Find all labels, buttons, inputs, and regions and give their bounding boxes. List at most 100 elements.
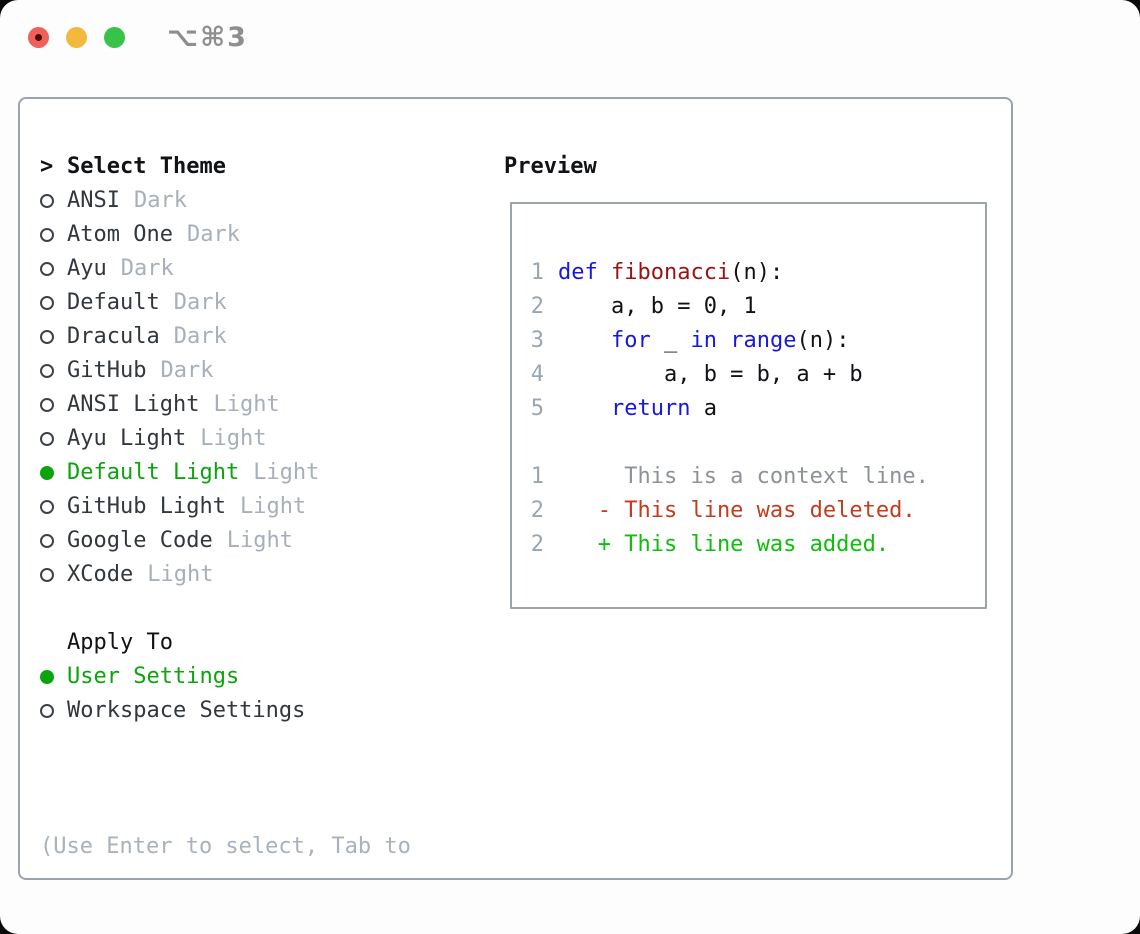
theme-item-label: Default [67, 290, 160, 315]
theme-item[interactable]: ANSI Light Light [40, 388, 319, 422]
code-segment-plain: (n): [730, 260, 784, 285]
theme-item-tag: Dark [160, 358, 214, 383]
code-line: 5 return a [530, 392, 929, 426]
code-line: 1 def fibonacci(n): [530, 256, 929, 290]
theme-item-label: Google Code [67, 528, 213, 553]
code-segment-plain [717, 328, 730, 353]
line-number: 1 [530, 260, 544, 285]
code-segment-plain [598, 260, 611, 285]
code-segment-keyword: in [690, 328, 717, 353]
theme-item-tag: Dark [173, 324, 227, 349]
code-segment-keyword: return [610, 396, 691, 421]
theme-item-tag: Dark [173, 290, 227, 315]
code-segment-plain: a, b = b, a + b [558, 362, 863, 387]
theme-item-tag: Light [200, 426, 267, 451]
theme-item[interactable]: GitHub Dark [40, 354, 319, 388]
code-line: 3 for _ in range(n): [530, 324, 929, 358]
theme-list-title: Select Theme [67, 154, 226, 179]
theme-item-label: Dracula [67, 324, 160, 349]
theme-item[interactable]: Default Light Light [40, 456, 319, 490]
code-line: 2 - This line was deleted. [530, 494, 929, 528]
minimize-button[interactable] [66, 27, 87, 48]
radio-selected-icon [40, 670, 54, 684]
radio-icon [40, 534, 54, 548]
traffic-lights [28, 27, 125, 48]
apply-to-header: Apply To [40, 626, 305, 660]
theme-item-label: GitHub Light [67, 494, 226, 519]
theme-item-label: Ayu [67, 256, 107, 281]
theme-item[interactable]: Ayu Light Light [40, 422, 319, 456]
theme-item-label: Atom One [67, 222, 173, 247]
apply-to-option-label: User Settings [67, 664, 240, 689]
code-segment-plain [558, 328, 611, 353]
line-number: 2 [530, 532, 544, 557]
radio-icon [40, 194, 54, 208]
theme-item-label: Default Light [67, 460, 240, 485]
window-shortcut-label: ⌥⌘3 [167, 22, 248, 53]
code-segment-deleted: - This line was deleted. [558, 498, 916, 523]
theme-item-tag: Light [239, 494, 307, 519]
line-number: 2 [530, 294, 544, 319]
code-line: 4 a, b = b, a + b [530, 358, 929, 392]
radio-icon [40, 398, 54, 412]
theme-item[interactable]: Dracula Dark [40, 320, 319, 354]
radio-icon [40, 364, 54, 378]
line-number: 4 [530, 362, 544, 387]
code-line [530, 426, 929, 460]
prompt-caret: > [40, 154, 54, 179]
code-segment-added: + This line was added. [558, 532, 890, 557]
theme-item-label: ANSI [67, 188, 120, 213]
theme-item-tag: Dark [133, 188, 187, 213]
preview-title: Preview [504, 154, 597, 179]
line-number: 1 [530, 464, 544, 489]
code-line: 1 This is a context line. [530, 460, 929, 494]
theme-item-tag: Light [253, 460, 320, 485]
radio-icon [40, 330, 54, 344]
theme-item[interactable]: Default Dark [40, 286, 319, 320]
code-segment-plain: _ [650, 328, 691, 353]
code-segment-keyword: for [610, 328, 651, 353]
radio-icon [40, 432, 54, 446]
code-segment-plain: (n): [796, 328, 850, 353]
code-segment-keyword: range [730, 328, 797, 353]
line-number: 5 [530, 396, 544, 421]
radio-icon [40, 228, 54, 242]
theme-item-tag: Light [213, 392, 280, 417]
theme-item[interactable]: Google Code Light [40, 524, 319, 558]
keyboard-hint: (Use Enter to select, Tab to change focu… [40, 762, 411, 934]
zoom-button[interactable] [104, 27, 125, 48]
theme-item[interactable]: GitHub Light Light [40, 490, 319, 524]
line-number: 3 [530, 328, 544, 353]
radio-icon [40, 296, 54, 310]
code-line: 2 + This line was added. [530, 528, 929, 562]
theme-item-label: Ayu Light [67, 426, 187, 451]
theme-item[interactable]: Ayu Dark [40, 252, 319, 286]
code-segment-plain: a [690, 396, 717, 421]
theme-item-tag: Dark [186, 222, 240, 247]
theme-item-tag: Dark [120, 256, 174, 281]
code-segment-function: fibonacci [611, 260, 731, 285]
code-segment-plain: a, b = 0, 1 [558, 294, 757, 319]
apply-to-option[interactable]: Workspace Settings [40, 694, 305, 728]
code-segment-keyword: def [558, 260, 598, 285]
theme-list-header: > Select Theme [40, 150, 319, 184]
radio-icon [40, 704, 54, 718]
radio-icon [40, 500, 54, 514]
theme-item-tag: Light [226, 528, 293, 553]
apply-to-option[interactable]: User Settings [40, 660, 305, 694]
close-button[interactable] [28, 27, 49, 48]
theme-item[interactable]: Atom One Dark [40, 218, 319, 252]
theme-item-label: ANSI Light [67, 392, 200, 417]
apply-to-title: Apply To [67, 630, 173, 655]
theme-item-label: GitHub [67, 358, 147, 383]
hint-line-1: (Use Enter to select, Tab to [40, 834, 411, 859]
code-line: 2 a, b = 0, 1 [530, 290, 929, 324]
theme-item[interactable]: ANSI Dark [40, 184, 319, 218]
radio-icon [40, 568, 54, 582]
